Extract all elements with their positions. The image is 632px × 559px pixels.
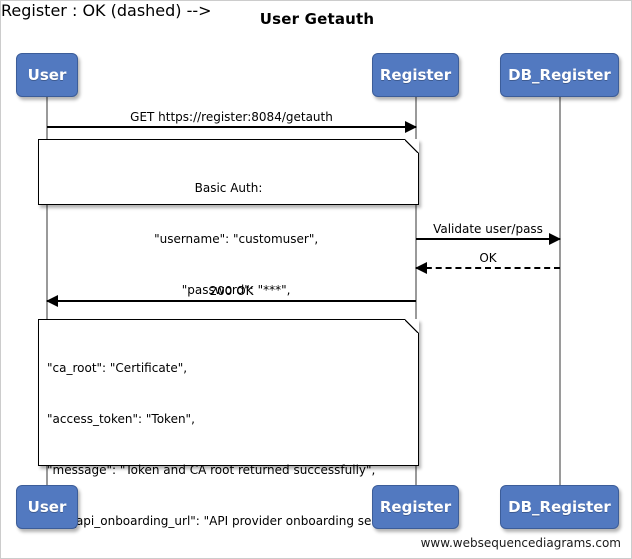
actor-box-register-bottom[interactable]: Register: [372, 485, 459, 529]
arrowhead-left-icon: [415, 262, 427, 274]
lifeline-db-register: [559, 96, 561, 486]
note-line: "message": "Token and CA root returned s…: [47, 463, 376, 477]
actor-label-db-register-bottom: DB_Register: [508, 498, 611, 516]
note-line: "ccf_api_onboarding_url": "API provider …: [47, 514, 430, 528]
actor-label-register-top: Register: [379, 66, 452, 84]
note-response-payload: "ca_root": "Certificate", "access_token"…: [38, 319, 430, 528]
actor-box-register-top[interactable]: Register: [372, 53, 459, 97]
message-arrow-get-getauth: [47, 121, 417, 133]
page-title: User Getauth: [259, 10, 375, 28]
actor-box-user-bottom[interactable]: User: [16, 485, 78, 529]
message-arrow-ok: [415, 262, 560, 274]
message-arrow-200-ok: [46, 295, 416, 307]
arrowhead-right-icon: [549, 233, 561, 245]
message-line: [47, 300, 416, 302]
arrowhead-right-icon: [405, 121, 417, 133]
message-arrow-validate-user-pass: [416, 233, 561, 245]
lifeline-user: [46, 96, 48, 486]
actor-label-user-top: User: [27, 66, 67, 84]
footer-credit: www.websequencediagrams.com: [420, 536, 621, 550]
message-label-200-ok: 200 OK: [209, 284, 254, 298]
message-label-validate-user-pass: Validate user/pass: [433, 222, 543, 236]
message-line-dashed: [416, 267, 560, 269]
note-response-payload-body: "ca_root": "Certificate", "access_token"…: [39, 320, 430, 558]
actor-label-user-bottom: User: [27, 498, 67, 516]
message-line: [416, 238, 560, 240]
note-line: "ca_root": "Certificate",: [47, 361, 188, 375]
note-line: "access_token": "Token",: [47, 412, 195, 426]
actor-box-db-register-bottom[interactable]: DB_Register: [500, 485, 619, 529]
note-line: Basic Auth:: [194, 181, 263, 195]
note-basic-auth: Basic Auth: "username": "customuser", "p…: [38, 139, 419, 297]
actor-box-user-top[interactable]: User: [16, 53, 78, 97]
arrowhead-left-icon: [46, 295, 58, 307]
message-label-ok: OK: [479, 251, 497, 265]
message-label-get-getauth: GET https://register:8084/getauth: [130, 110, 333, 124]
lifeline-register: [415, 96, 417, 486]
actor-box-db-register-top[interactable]: DB_Register: [500, 53, 619, 97]
actor-label-db-register-top: DB_Register: [508, 66, 611, 84]
message-line: [47, 126, 416, 128]
note-line: "password": "***",: [166, 283, 291, 297]
actor-label-register-bottom: Register: [379, 498, 452, 516]
note-basic-auth-body: Basic Auth: "username": "customuser", "p…: [39, 140, 418, 338]
note-line: "username": "customuser",: [138, 232, 319, 246]
